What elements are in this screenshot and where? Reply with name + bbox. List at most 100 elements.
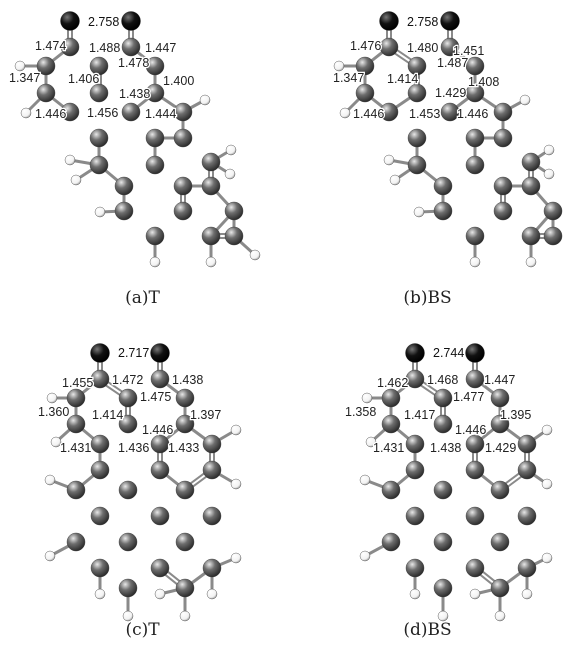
carbon-atom — [202, 434, 222, 454]
bond-length-label: 1.438 — [119, 87, 150, 101]
hydrogen-atom — [44, 474, 56, 486]
bond-length-label: 1.455 — [62, 376, 93, 390]
bond-length-label: 1.447 — [484, 373, 515, 387]
carbon-atom — [150, 460, 170, 480]
bond-length-label: 1.431 — [373, 441, 404, 455]
bond-length-label: 1.347 — [9, 71, 40, 85]
hydrogen-atom — [521, 588, 533, 600]
caption-b: (b)BS — [403, 288, 452, 308]
carbon-atom — [150, 558, 170, 578]
carbon-atom — [407, 56, 427, 76]
carbon-atom — [381, 532, 401, 552]
carbon-atom — [543, 226, 563, 246]
carbon-atom — [173, 201, 193, 221]
bond-length-label: 1.347 — [333, 71, 364, 85]
bond-length-label: 1.438 — [430, 441, 461, 455]
carbon-atom — [465, 558, 485, 578]
carbon-atom — [173, 102, 193, 122]
caption-a: (a)T — [125, 288, 160, 308]
carbon-atom — [379, 102, 399, 122]
oxygen-atom — [90, 343, 110, 363]
bond-length-label: 1.433 — [168, 441, 199, 455]
hydrogen-atom — [525, 256, 537, 268]
oxygen-atom — [121, 11, 141, 31]
carbon-atom — [121, 102, 141, 122]
hydrogen-atom — [519, 94, 531, 106]
carbon-atom — [465, 460, 485, 480]
carbon-atom — [201, 226, 221, 246]
carbon-atom — [202, 558, 222, 578]
hydrogen-atom — [64, 154, 76, 166]
bond-length-label: 1.488 — [89, 41, 120, 55]
carbon-atom — [355, 56, 375, 76]
carbon-atom — [150, 369, 170, 389]
hydrogen-atom — [46, 392, 58, 404]
bond-length-label: 1.462 — [377, 376, 408, 390]
carbon-atom — [433, 578, 453, 598]
carbon-atom — [90, 506, 110, 526]
carbon-atom — [381, 414, 401, 434]
hydrogen-atom — [339, 107, 351, 119]
oo-distance-label: 2.717 — [118, 346, 149, 360]
carbon-atom — [175, 578, 195, 598]
carbon-atom — [224, 226, 244, 246]
bond-length-label: 1.436 — [118, 441, 149, 455]
oo-distance-label: 2.758 — [88, 15, 119, 29]
hydrogen-atom — [225, 144, 237, 156]
carbon-atom — [145, 128, 165, 148]
hydrogen-atom — [154, 588, 166, 600]
oo-distance-label: 2.758 — [407, 15, 438, 29]
carbon-atom — [465, 56, 485, 76]
hydrogen-atom — [359, 474, 371, 486]
carbon-atom — [440, 37, 460, 57]
bond-length-label: 1.446 — [353, 107, 384, 121]
hydrogen-atom — [94, 588, 106, 600]
bond-length-label: 1.414 — [92, 408, 123, 422]
carbon-atom — [433, 532, 453, 552]
carbon-atom — [521, 176, 541, 196]
hydrogen-atom — [224, 168, 236, 180]
carbon-atom — [490, 578, 510, 598]
carbon-atom — [121, 37, 141, 57]
carbon-atom — [173, 176, 193, 196]
carbon-atom — [465, 226, 485, 246]
bond-length-label: 1.475 — [140, 390, 171, 404]
carbon-atom — [405, 434, 425, 454]
carbon-atom — [118, 578, 138, 598]
carbon-atom — [517, 506, 537, 526]
carbon-atom — [355, 83, 375, 103]
hydrogen-atom — [469, 256, 481, 268]
bond-length-label: 1.446 — [455, 423, 486, 437]
hydrogen-atom — [541, 424, 553, 436]
carbon-atom — [173, 128, 193, 148]
bond-length-label: 1.456 — [87, 106, 118, 120]
hydrogen-atom — [359, 550, 371, 562]
carbon-atom — [517, 558, 537, 578]
oxygen-atom — [150, 343, 170, 363]
carbon-atom — [433, 176, 453, 196]
carbon-atom — [517, 434, 537, 454]
carbon-atom — [493, 128, 513, 148]
carbon-atom — [490, 414, 510, 434]
hydrogen-atom — [70, 174, 82, 186]
carbon-atom — [405, 506, 425, 526]
carbon-atom — [114, 176, 134, 196]
bond-length-label: 1.477 — [453, 390, 484, 404]
bond-length-label: 1.472 — [112, 373, 143, 387]
carbon-atom — [405, 460, 425, 480]
carbon-atom — [145, 226, 165, 246]
hydrogen-atom — [541, 478, 553, 490]
bond-length-label: 1.400 — [163, 74, 194, 88]
carbon-atom — [118, 414, 138, 434]
caption-d: (d)BS — [403, 620, 452, 640]
hydrogen-atom — [149, 256, 161, 268]
hydrogen-atom — [469, 588, 481, 600]
carbon-atom — [433, 388, 453, 408]
oxygen-atom — [440, 11, 460, 31]
bond-length-label: 1.447 — [145, 41, 176, 55]
carbon-atom — [543, 201, 563, 221]
